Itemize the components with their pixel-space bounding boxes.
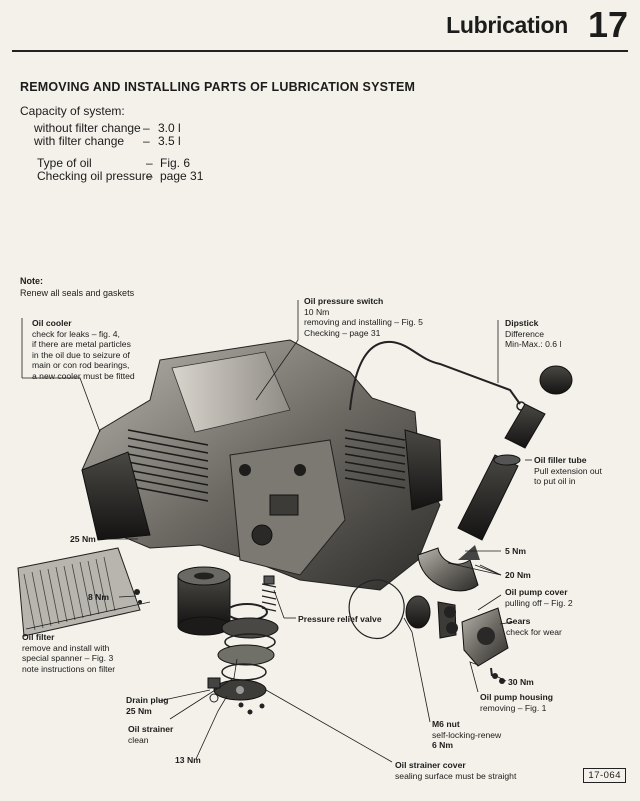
callout-line: removing and installing – Fig. 5: [304, 317, 423, 327]
callout-oil-pump-cover: Oil pump cover pulling off – Fig. 2: [505, 587, 573, 608]
ref-label: Type of oil: [37, 156, 92, 170]
note-title: Note:: [20, 276, 43, 286]
callout-line: Min-Max.: 0.6 l: [505, 339, 562, 349]
capacity-row-label: without filter change: [34, 121, 141, 135]
callout-line: 25 Nm: [126, 705, 152, 716]
callout-line: clean: [128, 734, 149, 745]
filler-cap: [539, 365, 573, 395]
callout-line: 10 Nm: [304, 306, 330, 317]
callout-title: 13 Nm: [175, 755, 201, 765]
capacity-row-label: with filter change: [34, 134, 125, 148]
callout-torque-13nm: 13 Nm: [175, 755, 201, 766]
callout-title: Dipstick: [505, 318, 539, 328]
callout-title: M6 nut: [432, 719, 460, 729]
engine-block: [81, 339, 443, 591]
callout-line: if there are metal particles: [32, 339, 131, 349]
oil-pump-part: [405, 595, 509, 667]
callout-title: Gears: [506, 616, 531, 626]
callout-title: Oil pump cover: [505, 587, 568, 597]
callout-line: Pull extension out: [534, 465, 602, 476]
callout-oil-pump-housing: Oil pump housing removing – Fig. 1: [480, 692, 553, 713]
ref-dash: –: [146, 169, 153, 183]
callout-line: a new cooler must be fitted: [32, 370, 135, 381]
callout-title: 8 Nm: [88, 592, 110, 602]
callout-dipstick: Dipstick Difference Min-Max.: 0.6 l: [505, 318, 561, 350]
callout-torque-20nm: 20 Nm: [505, 570, 531, 581]
callout-line: special spanner – Fig. 3: [22, 653, 114, 663]
ref-value: page 31: [160, 169, 204, 183]
callout-oil-strainer-cover: Oil strainer cover sealing surface must …: [395, 760, 516, 781]
callout-line: check for leaks – fig. 4,: [32, 328, 120, 339]
callout-torque-8nm: 8 Nm: [88, 592, 109, 603]
capacity-row-dash: –: [143, 134, 150, 148]
callout-m6-nut: M6 nut self-locking-renew 6 Nm: [432, 719, 501, 751]
capacity-row-value: 3.5 l: [158, 134, 181, 148]
oil-cooler-part: [17, 547, 142, 637]
figure-number: 17-064: [583, 768, 626, 783]
capacity-heading: Capacity of system:: [20, 104, 125, 118]
callout-drain-plug: Drain plug 25 Nm: [126, 695, 169, 716]
capacity-row-dash: –: [143, 121, 150, 135]
callout-oil-strainer: Oil strainer clean: [128, 724, 173, 745]
callout-title: Oil filter: [22, 632, 55, 642]
callout-title: Drain plug: [126, 695, 169, 705]
callout-gears: Gears check for wear: [506, 616, 562, 637]
capacity-row-value: 3.0 l: [158, 121, 181, 135]
callout-title: Oil filler tube: [534, 455, 587, 465]
callout-line: remove and install with: [22, 642, 110, 653]
callout-oil-cooler: Oil cooler check for leaks – fig. 4, if …: [32, 318, 135, 381]
callout-line: self-locking-renew: [432, 729, 502, 740]
note-text: Renew all seals and gaskets: [20, 288, 135, 298]
callout-line: Checking – page 31: [304, 327, 381, 338]
callout-title: 25 Nm: [70, 534, 96, 544]
filler-tube: [457, 454, 519, 541]
callout-title: Oil strainer cover: [395, 760, 466, 770]
callout-torque-30nm: 30 Nm: [508, 677, 534, 688]
callout-line: Difference: [505, 328, 545, 339]
callout-line: removing – Fig. 1: [480, 702, 547, 713]
chapter-title: Lubrication: [446, 12, 568, 38]
section-title: REMOVING AND INSTALLING PARTS OF LUBRICA…: [20, 80, 416, 94]
callout-line: in the oil due to seizure of: [32, 349, 130, 360]
oil-filter-part: [177, 566, 231, 636]
ref-label: Checking oil pressure: [37, 169, 153, 183]
chapter-number: 17: [587, 4, 628, 45]
callout-line: pulling off – Fig. 2: [505, 597, 573, 608]
callout-title: Oil pump housing: [480, 692, 554, 702]
callout-title: Pressure relief valve: [298, 614, 382, 624]
callout-oil-pressure-switch: Oil pressure switch 10 Nm removing and i…: [304, 296, 423, 338]
callout-title: Oil cooler: [32, 318, 72, 328]
callout-line: check for wear: [506, 626, 562, 637]
header-rule: [12, 50, 628, 52]
callout-torque-25nm: 25 Nm: [70, 534, 96, 545]
callout-title: 20 Nm: [505, 570, 531, 580]
ref-value: Fig. 6: [160, 156, 191, 170]
callout-torque-5nm: 5 Nm: [505, 546, 526, 557]
callout-title: 5 Nm: [505, 546, 527, 556]
callout-line: main or con rod bearings,: [32, 360, 130, 370]
callout-oil-filler-tube: Oil filler tube Pull extension out to pu…: [534, 455, 602, 487]
callout-oil-filter: Oil filter remove and install with speci…: [22, 632, 115, 674]
callout-pressure-relief-valve: Pressure relief valve: [298, 614, 382, 625]
callout-title: Oil pressure switch: [304, 296, 384, 306]
callout-line: note instructions on filter: [22, 663, 116, 674]
callout-line: sealing surface must be straight: [395, 770, 517, 781]
ref-dash: –: [146, 156, 153, 170]
callout-line: 6 Nm: [432, 740, 454, 750]
callout-title: Oil strainer: [128, 724, 174, 734]
callout-title: 30 Nm: [508, 677, 534, 687]
callout-line: to put oil in: [534, 476, 576, 486]
